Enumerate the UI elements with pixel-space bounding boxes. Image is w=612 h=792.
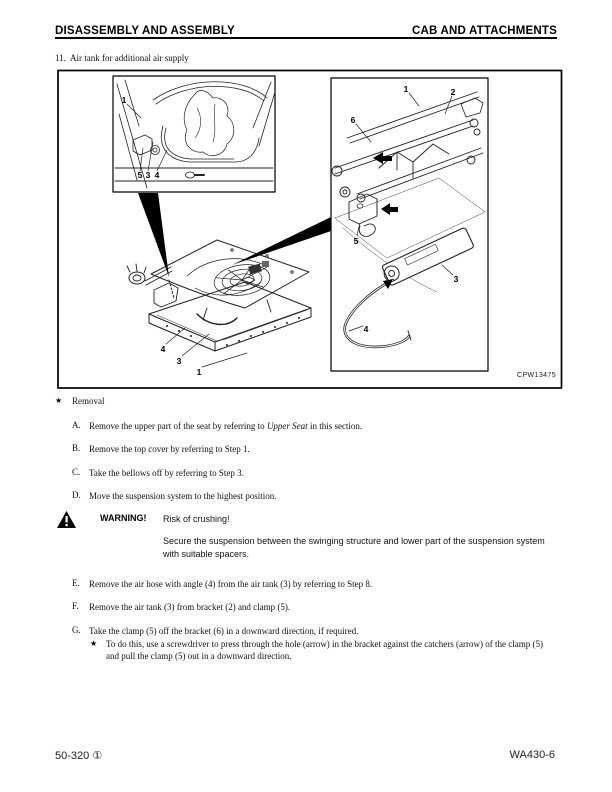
- figure-callout-4: 4: [154, 170, 160, 180]
- substep-star-icon: ★: [90, 639, 98, 648]
- warning-headline: Risk of crushing!: [163, 514, 230, 524]
- figure-callout-4: 4: [160, 344, 166, 354]
- step-b-text: Remove the top cover by referring to Ste…: [89, 444, 250, 454]
- figure-code: CPW13475: [517, 372, 556, 379]
- figure-callout-3: 3: [145, 170, 151, 180]
- step-c-letter: C.: [72, 467, 81, 477]
- figure-callout-3: 3: [453, 274, 459, 284]
- step-c-text: Take the bellows off by referring to Ste…: [89, 468, 244, 478]
- figure-line-art: [57, 69, 563, 389]
- header-rule: [55, 37, 557, 39]
- step-a-letter: A.: [72, 420, 81, 430]
- section-title: Air tank for additional air supply: [70, 53, 189, 63]
- figure-callout-1: 1: [121, 95, 127, 105]
- figure-callout-4: 4: [363, 324, 369, 334]
- warning-label: WARNING!: [100, 513, 147, 523]
- removal-star-icon: ★: [55, 396, 63, 405]
- step-a-text-post: in this section.: [307, 421, 363, 431]
- step-g-letter: G.: [72, 625, 81, 635]
- section-number: 11.: [55, 53, 66, 63]
- step-g-text: Take the clamp (5) off the bracket (6) i…: [89, 626, 359, 636]
- figure-callout-5: 5: [353, 236, 359, 246]
- step-e-text: Remove the air hose with angle (4) from …: [89, 579, 373, 589]
- step-a-text: Remove the upper part of the seat by ref…: [89, 420, 362, 432]
- figure-callout-1: 1: [403, 84, 409, 94]
- figure-callout-1: 1: [196, 367, 202, 377]
- step-a-text-pre: Remove the upper part of the seat by ref…: [89, 421, 267, 431]
- header-right: CAB AND ATTACHMENTS: [412, 25, 557, 37]
- step-d-text: Move the suspension system to the highes…: [89, 491, 277, 501]
- warning-triangle-icon: [57, 511, 76, 528]
- step-b-letter: B.: [72, 443, 81, 453]
- inset-top-left: [112, 75, 276, 193]
- step-a-italic-ref: Upper Seat: [266, 421, 308, 431]
- inset-right: [330, 77, 489, 372]
- step-f-letter: F.: [72, 601, 79, 611]
- header-left: DISASSEMBLY AND ASSEMBLY: [55, 25, 235, 37]
- step-f-text: Remove the air tank (3) from bracket (2)…: [89, 602, 291, 612]
- warning-body: Secure the suspension between the swingi…: [163, 536, 545, 559]
- figure-callout-5: 5: [137, 170, 143, 180]
- step-d-letter: D.: [72, 490, 81, 500]
- figure-callout-6: 6: [350, 115, 356, 125]
- figure-callout-2: 2: [450, 87, 456, 97]
- substep-text: To do this, use a screwdriver to press t…: [106, 639, 543, 661]
- detail-pointer-wedges: [138, 193, 331, 277]
- footer-model-number: WA430-6: [509, 749, 555, 761]
- footer-page-number: 50-320 ①: [55, 749, 102, 762]
- footer-revision-symbol: ①: [92, 750, 103, 762]
- step-e-letter: E.: [72, 578, 80, 588]
- removal-title: Removal: [72, 396, 105, 406]
- figure-callout-3: 3: [176, 356, 182, 366]
- footer-page-code: 50-320: [55, 750, 90, 762]
